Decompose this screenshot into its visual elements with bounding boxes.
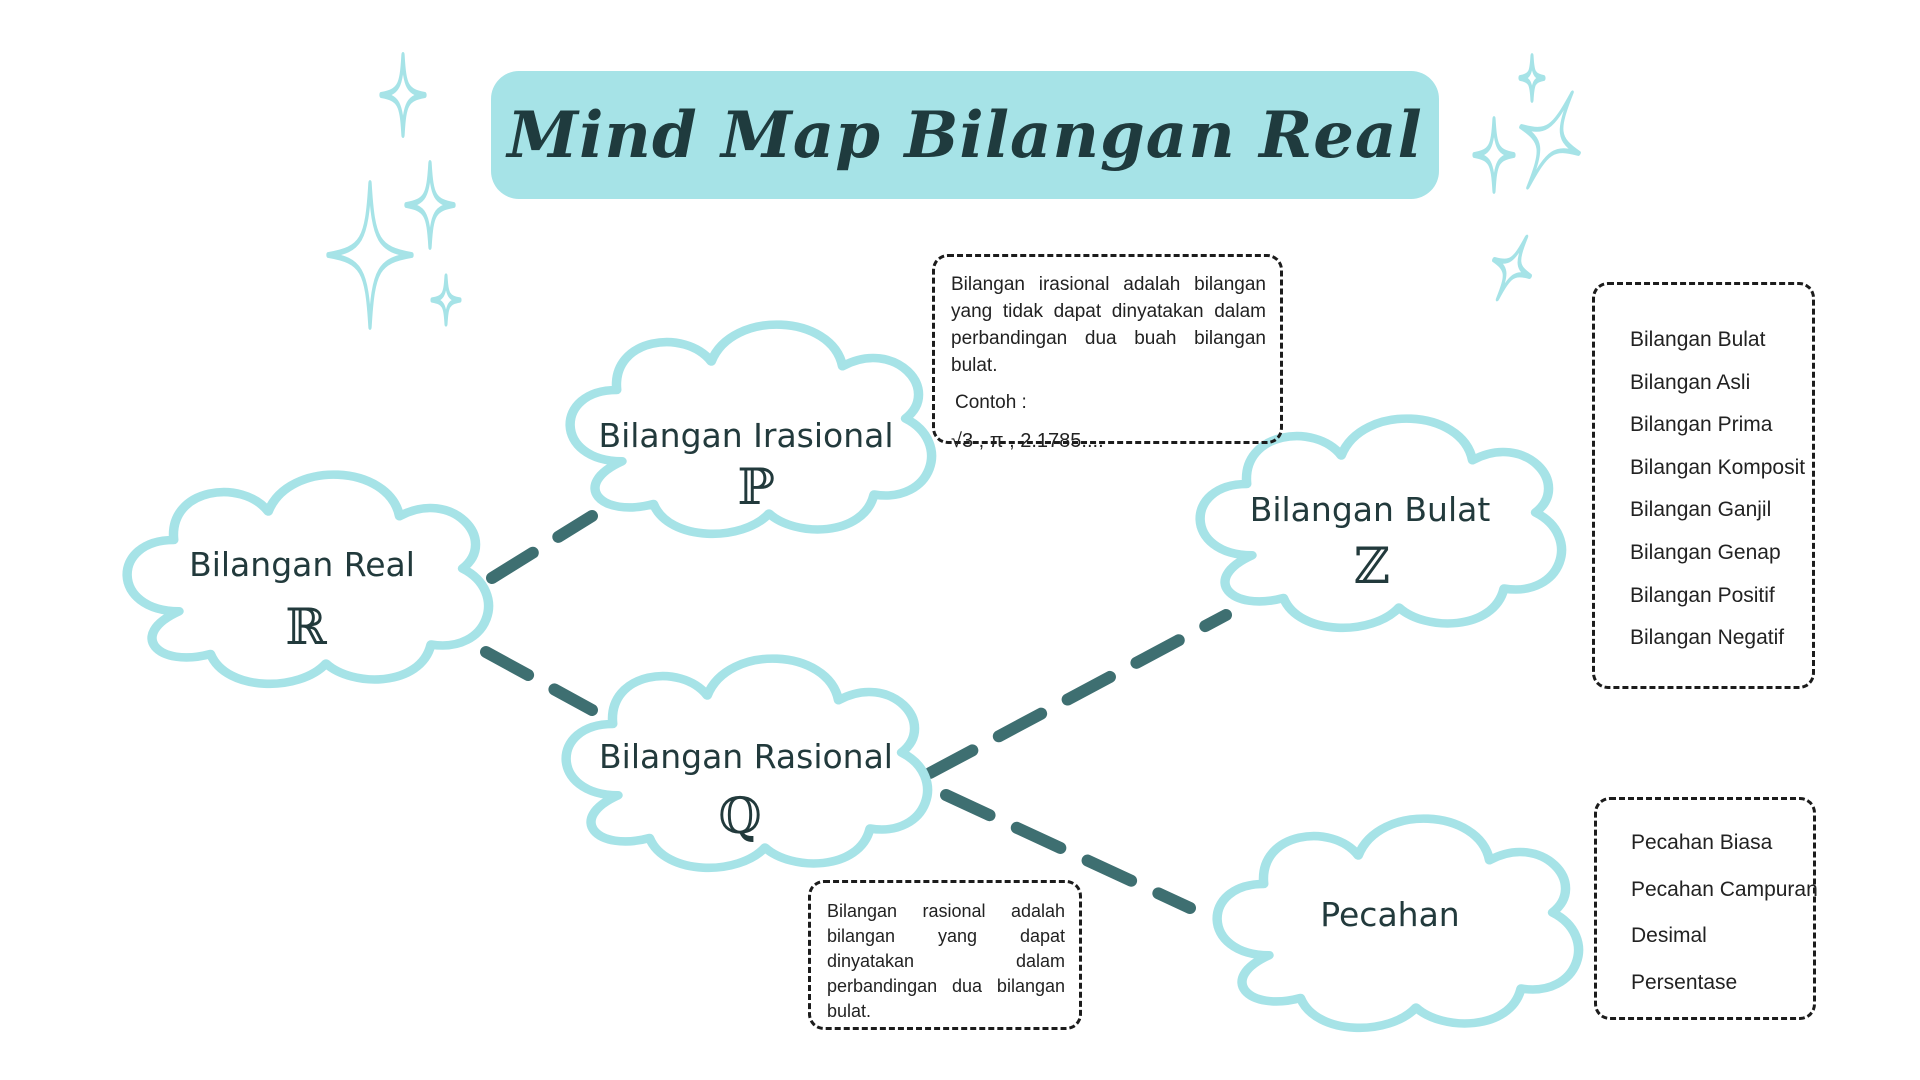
symbol-integers: ℤ bbox=[1353, 537, 1391, 595]
sparkle-icon bbox=[1474, 119, 1514, 191]
list-item: Bilangan Komposit bbox=[1630, 455, 1806, 479]
node-label-bilangan-rasional: Bilangan Rasional bbox=[599, 737, 893, 776]
list-item: Bilangan Negatif bbox=[1630, 626, 1785, 650]
node-label-pecahan: Pecahan bbox=[1320, 895, 1460, 934]
list-item: Bilangan Bulat bbox=[1630, 328, 1766, 351]
note-irasional-text: Bilangan irasional adalah bilangan yang … bbox=[951, 274, 1266, 376]
node-label-bilangan-real: Bilangan Real bbox=[189, 545, 415, 584]
sparkle-icon bbox=[328, 183, 412, 327]
page-title: Mind Map Bilangan Real bbox=[507, 97, 1423, 173]
note-rasional: Bilangan rasional adalah bilangan yang d… bbox=[808, 880, 1082, 1030]
list-item: Bilangan Ganjil bbox=[1630, 498, 1772, 522]
sparkle-icon bbox=[1520, 56, 1544, 100]
sparkle-icon bbox=[432, 276, 460, 324]
note-irasional-example-values: √3 , π , 2.1785.... bbox=[951, 430, 1104, 452]
symbol-irrational-numbers: ℙ bbox=[737, 458, 775, 516]
list-pecahan-types: Pecahan Biasa Pecahan Campuran Desimal P… bbox=[1594, 797, 1818, 1020]
sparkle-icon bbox=[1499, 79, 1601, 200]
list-bilangan-bulat-types: Bilangan Bulat Bilangan Asli Bilangan Pr… bbox=[1592, 282, 1815, 689]
sparkle-icon bbox=[1480, 229, 1545, 308]
list-item: Bilangan Prima bbox=[1630, 413, 1773, 437]
symbol-rational-numbers: ℚ bbox=[718, 787, 762, 845]
note-irasional-example-label: Contoh : bbox=[955, 392, 1027, 413]
connector-rasional-pecahan bbox=[940, 789, 1196, 914]
title-banner: Mind Map Bilangan Real bbox=[491, 71, 1439, 199]
list-item: Desimal bbox=[1631, 924, 1707, 947]
symbol-real-numbers: ℝ bbox=[285, 598, 327, 656]
connector-real-rasional bbox=[480, 646, 598, 716]
connector-real-irasional bbox=[486, 510, 598, 584]
connector-rasional-bulat bbox=[924, 609, 1232, 779]
list-item: Bilangan Genap bbox=[1630, 540, 1781, 564]
list-item: Pecahan Biasa bbox=[1631, 831, 1773, 854]
note-irasional: Bilangan irasional adalah bilangan yang … bbox=[932, 254, 1283, 452]
node-label-bilangan-bulat: Bilangan Bulat bbox=[1249, 490, 1491, 529]
list-item: Bilangan Asli bbox=[1630, 370, 1751, 394]
sparkle-icon bbox=[406, 163, 454, 247]
list-item: Bilangan Positif bbox=[1630, 583, 1775, 607]
note-rasional-text: Bilangan rasional adalah bilangan yang d… bbox=[827, 901, 1065, 1021]
sparkle-icon bbox=[381, 55, 425, 135]
list-item: Pecahan Campuran bbox=[1631, 877, 1818, 901]
node-label-bilangan-irasional: Bilangan Irasional bbox=[598, 416, 894, 455]
list-item: Persentase bbox=[1631, 970, 1738, 994]
